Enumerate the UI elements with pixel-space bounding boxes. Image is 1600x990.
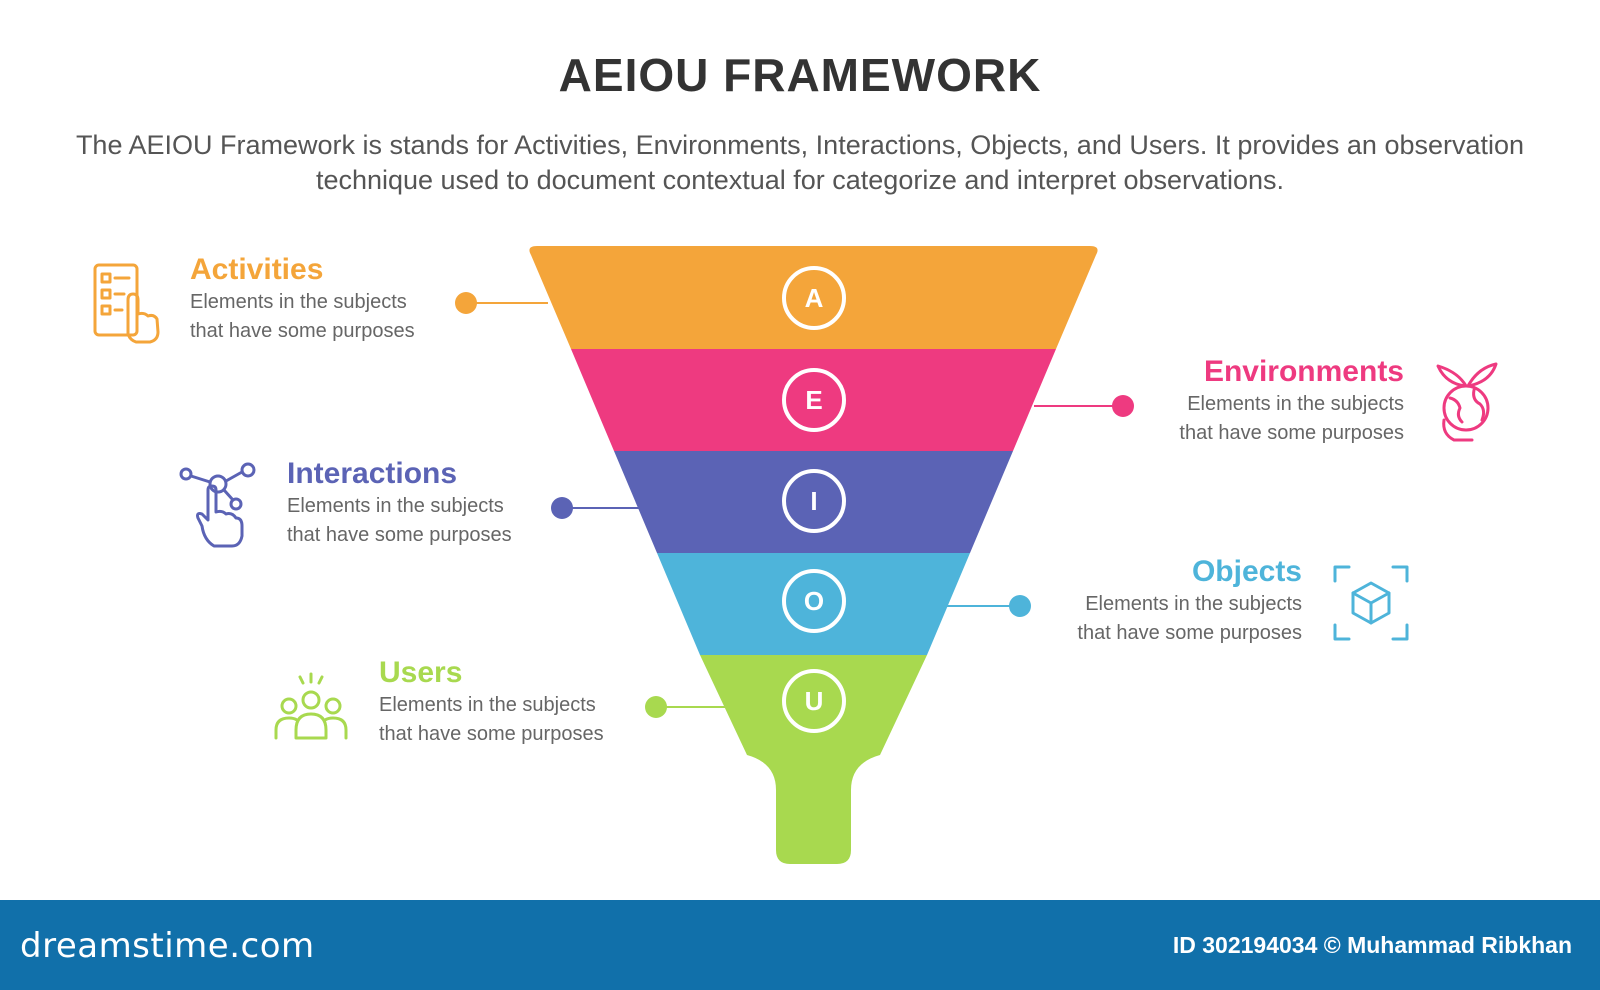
touch-network-icon	[179, 462, 256, 548]
item-activities: Activities Elements in the subjects that…	[190, 253, 460, 345]
page-subtitle: The AEIOU Framework is stands for Activi…	[75, 130, 1525, 195]
connector-users	[645, 696, 752, 718]
letter-u: U	[805, 686, 824, 716]
heading-users: Users	[379, 656, 463, 689]
footer-bar: dreamstime.com ID 302194034 © Muhammad R…	[0, 900, 1600, 990]
item-users: Users Elements in the subjects that have…	[379, 656, 659, 748]
letter-i: I	[810, 486, 817, 516]
heading-environments: Environments	[1203, 355, 1404, 388]
cube-scan-icon	[1333, 565, 1409, 641]
connector-activities	[455, 292, 548, 314]
letter-e: E	[805, 385, 822, 415]
heading-activities: Activities	[190, 253, 324, 286]
item-objects: Objects Elements in the subjects that ha…	[1020, 555, 1302, 647]
page-title: AEIOU FRAMEWORK	[558, 49, 1042, 101]
footer-credit: ID 302194034 © Muhammad Ribkhan	[1172, 932, 1572, 958]
item-interactions: Interactions Elements in the subjects th…	[287, 457, 567, 549]
desc-objects-line2: that have some purposes	[1077, 622, 1302, 644]
connector-interactions	[551, 497, 652, 519]
funnel-band-e	[571, 349, 1056, 451]
letter-circle-i	[782, 469, 846, 533]
users-group-icon	[274, 672, 348, 740]
funnel-diagram: A E I O U	[455, 246, 1134, 864]
heading-objects: Objects	[1191, 555, 1302, 588]
heading-interactions: Interactions	[287, 457, 458, 490]
letter-circle-e	[782, 368, 846, 432]
desc-users-line1: Elements in the subjects	[379, 694, 596, 716]
funnel-band-o	[657, 553, 970, 655]
desc-interactions-line1: Elements in the subjects	[287, 495, 504, 517]
desc-environments-line2: that have some purposes	[1179, 422, 1404, 444]
checklist-hand-icon	[93, 263, 160, 344]
desc-environments-line1: Elements in the subjects	[1187, 393, 1404, 415]
letter-circle-o	[782, 569, 846, 633]
connector-environments	[1034, 395, 1134, 417]
letter-circle-a	[782, 266, 846, 330]
letter-o: O	[804, 586, 824, 616]
desc-activities-line2: that have some purposes	[190, 320, 415, 342]
item-environments: Environments Elements in the subjects th…	[1120, 355, 1404, 447]
letter-a: A	[805, 283, 824, 313]
desc-activities-line1: Elements in the subjects	[190, 291, 407, 313]
funnel-band-u	[700, 655, 927, 864]
funnel-band-a	[529, 246, 1098, 349]
connector-objects	[928, 595, 1031, 617]
desc-interactions-line2: that have some purposes	[287, 524, 512, 546]
desc-objects-line1: Elements in the subjects	[1085, 593, 1302, 615]
footer-brand: dreamstime.com	[20, 926, 315, 966]
globe-leaves-icon	[1436, 362, 1498, 442]
desc-users-line2: that have some purposes	[379, 723, 604, 745]
letter-circle-u	[782, 669, 846, 733]
funnel-band-i	[614, 451, 1013, 553]
